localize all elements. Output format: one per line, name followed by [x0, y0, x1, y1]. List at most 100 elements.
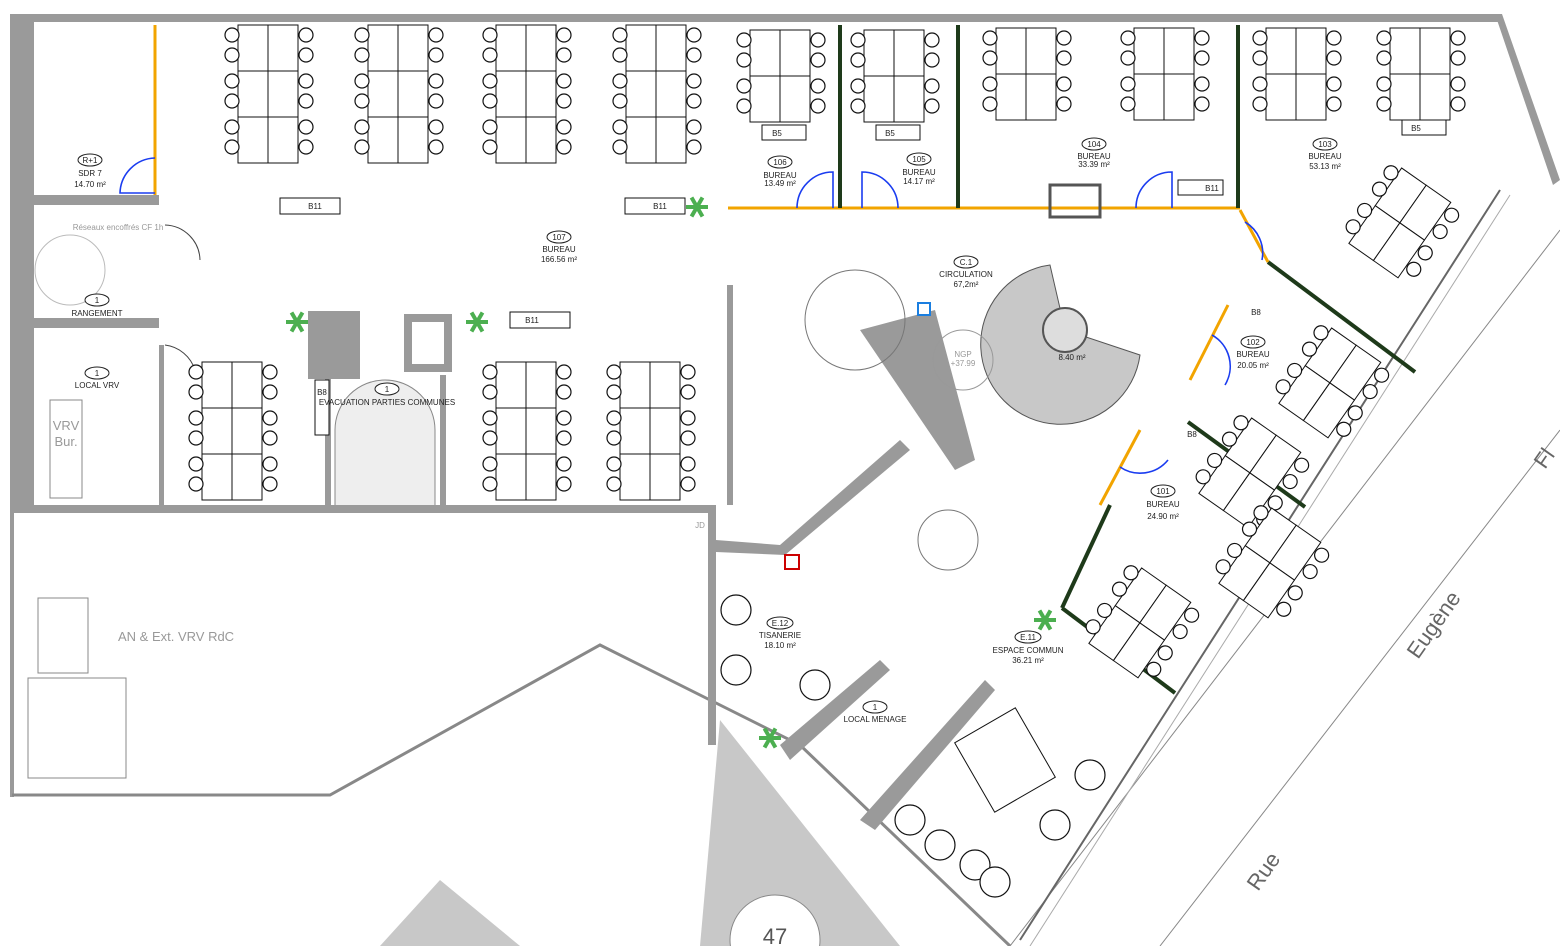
chair — [686, 73, 702, 89]
chair — [1374, 367, 1390, 383]
svg-text:101: 101 — [1156, 487, 1170, 496]
workstations — [188, 24, 1466, 898]
chair — [982, 96, 998, 112]
chair — [262, 430, 278, 446]
svg-text:C.1: C.1 — [960, 258, 973, 267]
chair — [612, 139, 628, 155]
chair — [1111, 581, 1128, 597]
chair — [1326, 50, 1342, 66]
plant-icon — [1034, 609, 1056, 631]
chair — [556, 384, 572, 400]
svg-text:1: 1 — [385, 385, 390, 394]
chair — [1376, 76, 1392, 92]
chair — [686, 119, 702, 135]
chair — [482, 476, 498, 492]
street-area — [380, 229, 1560, 946]
chair — [428, 119, 444, 135]
chair — [1172, 623, 1188, 640]
chair — [482, 456, 498, 472]
svg-text:53.13 m²: 53.13 m² — [1309, 162, 1341, 171]
chair — [1120, 50, 1136, 66]
chair — [924, 98, 940, 114]
chair — [982, 30, 998, 46]
chair — [850, 78, 866, 94]
chair — [612, 27, 628, 43]
cabinet-label: B11 — [653, 202, 667, 211]
annotation-reseaux: Réseaux encoffrés CF 1h — [73, 223, 164, 232]
chair — [850, 32, 866, 48]
desk-cluster — [606, 361, 696, 501]
chair — [1376, 30, 1392, 46]
desk-cluster — [1275, 325, 1390, 439]
svg-text:105: 105 — [912, 155, 926, 164]
chair — [1450, 96, 1466, 112]
chair — [612, 119, 628, 135]
desk-cluster — [1252, 27, 1342, 121]
chair — [482, 119, 498, 135]
stool-table — [924, 829, 956, 861]
desk-cluster — [1195, 415, 1310, 529]
chair — [1417, 245, 1433, 261]
svg-text:BUREAU: BUREAU — [1308, 152, 1342, 161]
chair — [606, 364, 622, 380]
chair — [1432, 223, 1448, 240]
chair — [1120, 76, 1136, 92]
svg-text:103: 103 — [1318, 140, 1332, 149]
chair — [606, 410, 622, 426]
stool-table — [720, 594, 752, 626]
chair — [736, 98, 752, 114]
cabinet-label: B11 — [525, 316, 539, 325]
room-sdr7: R+1 SDR 714.70 m² — [74, 153, 106, 189]
svg-text:E.12: E.12 — [772, 619, 789, 628]
annotation-an-ext-vrv: AN & Ext. VRV RdC — [118, 629, 234, 644]
chair — [1157, 645, 1173, 661]
svg-text:BUREAU: BUREAU — [1146, 500, 1180, 509]
svg-text:RANGEMENT: RANGEMENT — [71, 309, 122, 318]
chair — [1241, 521, 1258, 537]
chair — [924, 78, 940, 94]
plant-icon — [286, 311, 308, 333]
chair — [556, 73, 572, 89]
cabinet-label: B11 — [308, 202, 322, 211]
annotation-vrv: VRV — [53, 418, 80, 433]
desk-cluster — [482, 361, 572, 501]
svg-text:13.49 m²: 13.49 m² — [764, 179, 796, 188]
desk-cluster — [850, 29, 940, 123]
chair — [188, 456, 204, 472]
chair — [1195, 469, 1211, 485]
chair — [1383, 165, 1399, 181]
svg-text:CIRCULATION: CIRCULATION — [939, 270, 993, 279]
cabinet-label: B5 — [885, 129, 895, 138]
svg-text:102: 102 — [1246, 338, 1260, 347]
svg-text:R+1: R+1 — [83, 156, 98, 165]
chair — [810, 78, 826, 94]
chair — [1252, 50, 1268, 66]
street-label-rue: Rue — [1242, 847, 1286, 894]
stool-table — [959, 849, 991, 881]
chair — [354, 27, 370, 43]
chair — [482, 139, 498, 155]
interior-walls — [34, 25, 1417, 695]
chair — [262, 476, 278, 492]
svg-text:LOCAL VRV: LOCAL VRV — [75, 381, 120, 390]
chair — [1233, 415, 1249, 431]
chair — [1194, 76, 1210, 92]
chair — [1326, 30, 1342, 46]
plants — [286, 196, 1056, 749]
chair — [354, 119, 370, 135]
svg-text:E.11: E.11 — [1020, 633, 1036, 642]
plant-icon — [466, 311, 488, 333]
chair — [556, 364, 572, 380]
room-local-vrv: 1 LOCAL VRV — [75, 366, 120, 390]
chair — [680, 384, 696, 400]
chair — [354, 47, 370, 63]
annotation-vrv-bur: Bur. — [54, 434, 77, 449]
chair — [1120, 96, 1136, 112]
chair — [680, 410, 696, 426]
chair — [612, 73, 628, 89]
svg-text:LOCAL MENAGE: LOCAL MENAGE — [844, 715, 907, 724]
chair — [1301, 341, 1318, 357]
